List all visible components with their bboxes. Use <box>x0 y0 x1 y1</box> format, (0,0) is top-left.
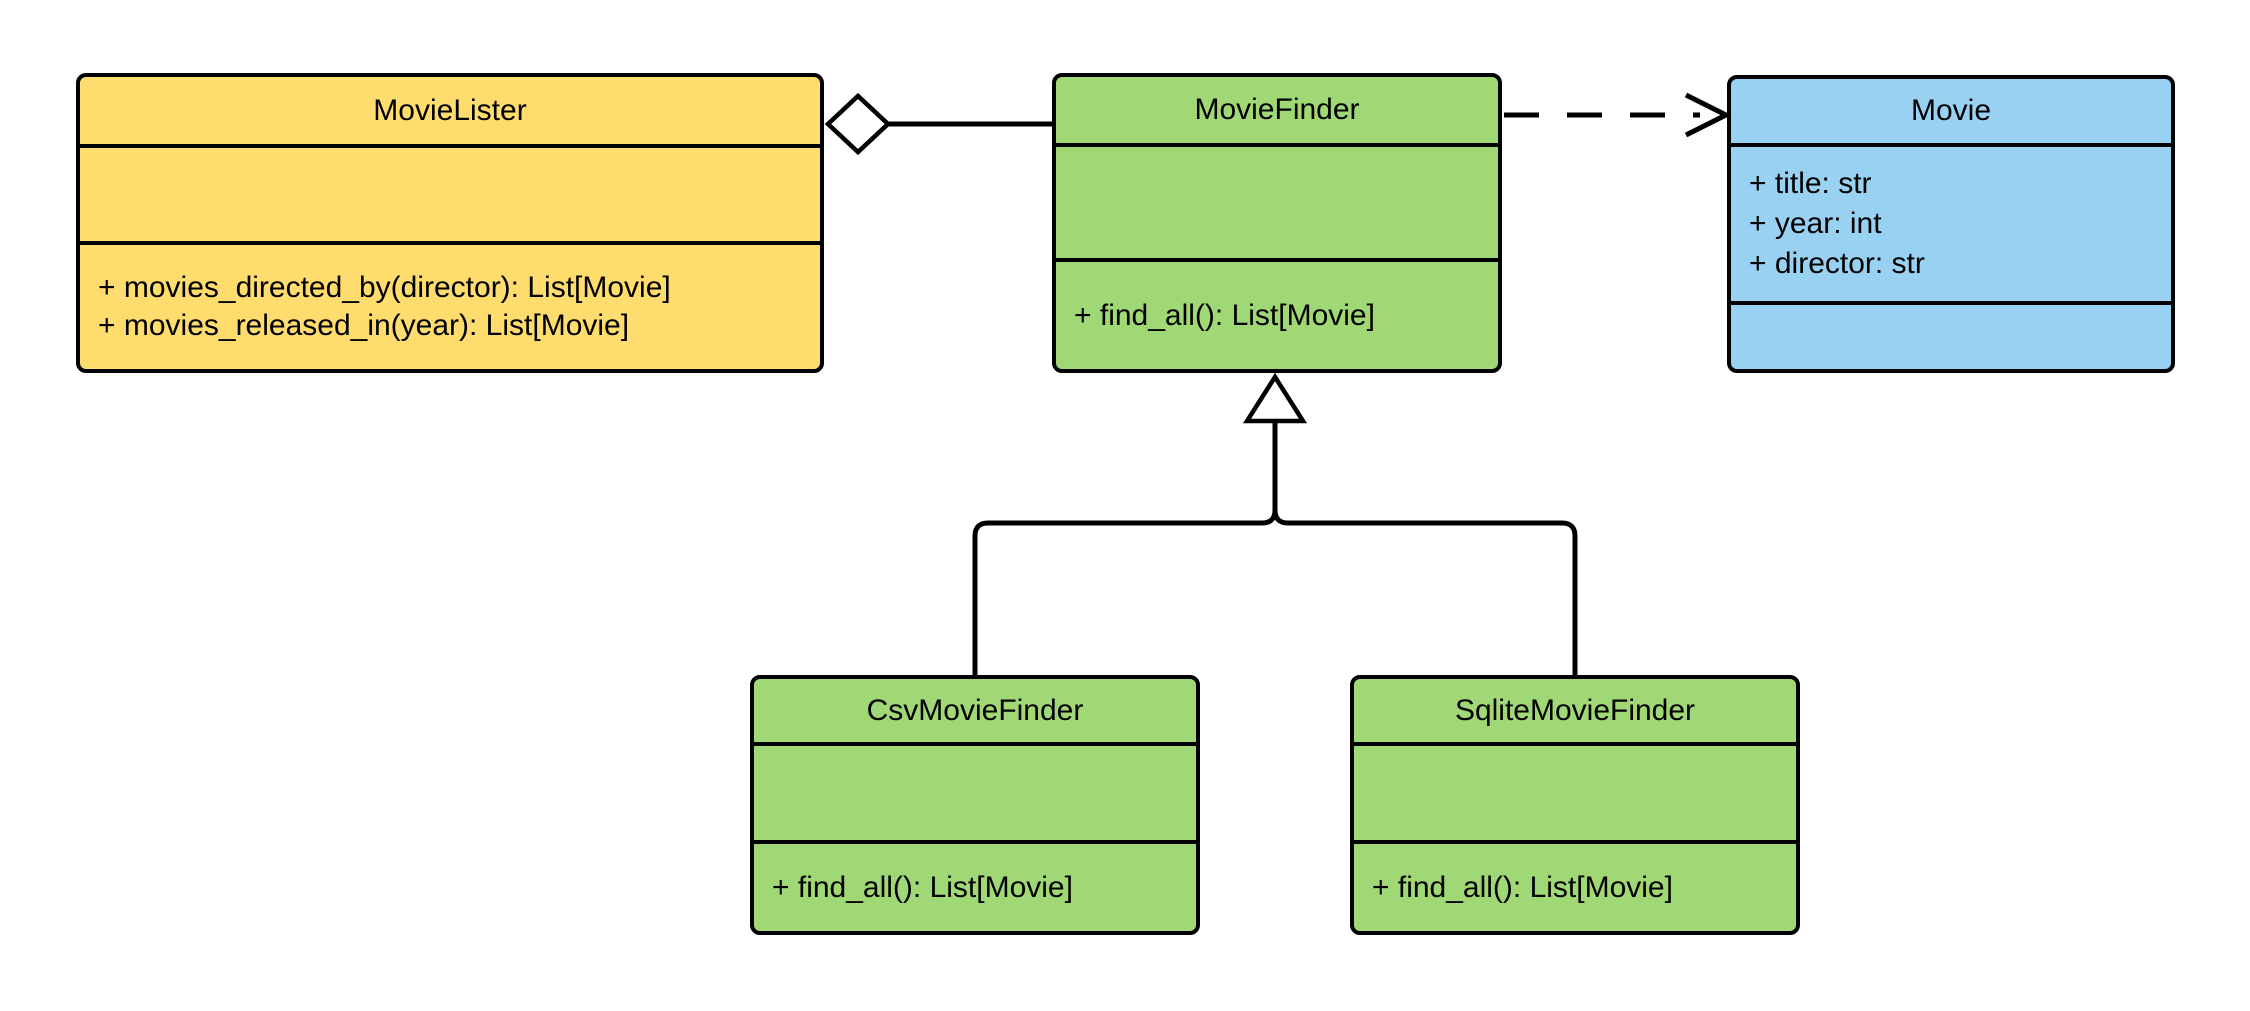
methods-compartment: + movies_directed_by(director): List[Mov… <box>80 245 820 369</box>
class-movie: Movie + title: str + year: int + directo… <box>1727 75 2175 373</box>
method-label: + find_all(): List[Movie] <box>1372 870 1673 904</box>
class-title: CsvMovieFinder <box>754 679 1196 746</box>
class-sqlitemoviefinder: SqliteMovieFinder + find_all(): List[Mov… <box>1350 675 1800 935</box>
class-title: SqliteMovieFinder <box>1354 679 1796 746</box>
attributes-compartment <box>1354 746 1796 844</box>
attribute-label: + director: str <box>1749 247 1925 280</box>
aggregation-diamond-icon <box>824 92 892 156</box>
methods-compartment: + find_all(): List[Movie] <box>1056 262 1498 369</box>
aggregation-connector <box>824 92 1052 156</box>
class-moviefinder: MovieFinder + find_all(): List[Movie] <box>1052 73 1502 373</box>
class-title: Movie <box>1731 79 2171 147</box>
attributes-compartment <box>1056 147 1498 262</box>
method-label: + find_all(): List[Movie] <box>1074 298 1375 332</box>
dependency-arrow <box>1504 92 1732 138</box>
inheritance-connector <box>972 372 1578 675</box>
inheritance-triangle-icon <box>1242 372 1308 424</box>
method-label: + movies_released_in(year): List[Movie] <box>98 309 630 342</box>
attributes-compartment <box>80 148 820 245</box>
methods-compartment: + find_all(): List[Movie] <box>1354 844 1796 931</box>
methods-compartment: + find_all(): List[Movie] <box>754 844 1196 931</box>
method-label: + find_all(): List[Movie] <box>772 870 1073 904</box>
class-title: MovieFinder <box>1056 77 1498 147</box>
class-movielister: MovieLister + movies_directed_by(directo… <box>76 73 824 373</box>
attributes-compartment <box>754 746 1196 844</box>
open-arrowhead-icon <box>1684 92 1732 138</box>
class-csvmoviefinder: CsvMovieFinder + find_all(): List[Movie] <box>750 675 1200 935</box>
class-title: MovieLister <box>80 77 820 148</box>
attribute-label: + year: int <box>1749 207 1882 240</box>
attribute-label: + title: str <box>1749 167 1872 200</box>
attributes-compartment: + title: str + year: int + director: str <box>1731 147 2171 305</box>
methods-compartment <box>1731 305 2171 369</box>
method-label: + movies_directed_by(director): List[Mov… <box>98 271 671 304</box>
